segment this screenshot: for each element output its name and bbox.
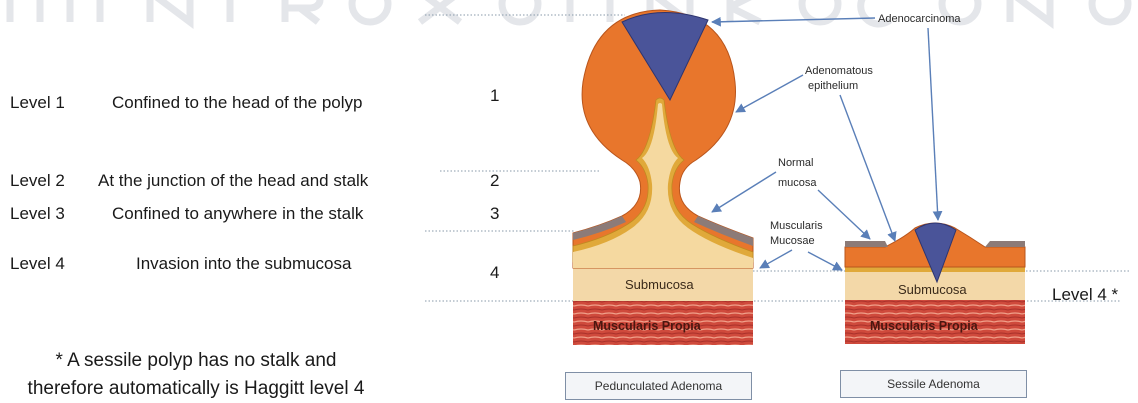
pedunculated-submucosa-label: Submucosa xyxy=(625,277,694,292)
sessile-submucosa-label: Submucosa xyxy=(898,282,967,297)
sessile-level-label: Level 4 * xyxy=(1052,285,1119,304)
sessile-caption: Sessile Adenoma xyxy=(840,370,1027,398)
muscularis-mucosae-label-line2: Mucosae xyxy=(770,235,815,247)
adenomatous-label-line1: Adenomatous xyxy=(805,65,873,77)
sessile-polyp: Submucosa Muscularis Propia xyxy=(845,223,1025,344)
pedunculated-caption: Pedunculated Adenoma xyxy=(565,372,752,400)
annotation-arrows xyxy=(712,18,938,270)
adenocarcinoma-label: Adenocarcinoma xyxy=(878,13,961,25)
muscularis-mucosae-label-line1: Muscularis xyxy=(770,220,823,232)
sessile-muscularis-label: Muscularis Propia xyxy=(870,319,979,333)
normal-mucosa-label-line2: mucosa xyxy=(778,177,817,189)
normal-mucosa-label-line1: Normal xyxy=(778,157,813,169)
adenomatous-label-line2: epithelium xyxy=(808,80,858,92)
pedunculated-polyp: Submucosa Muscularis Propia xyxy=(573,10,753,345)
pedunculated-muscularis-label: Muscularis Propia xyxy=(593,319,702,333)
